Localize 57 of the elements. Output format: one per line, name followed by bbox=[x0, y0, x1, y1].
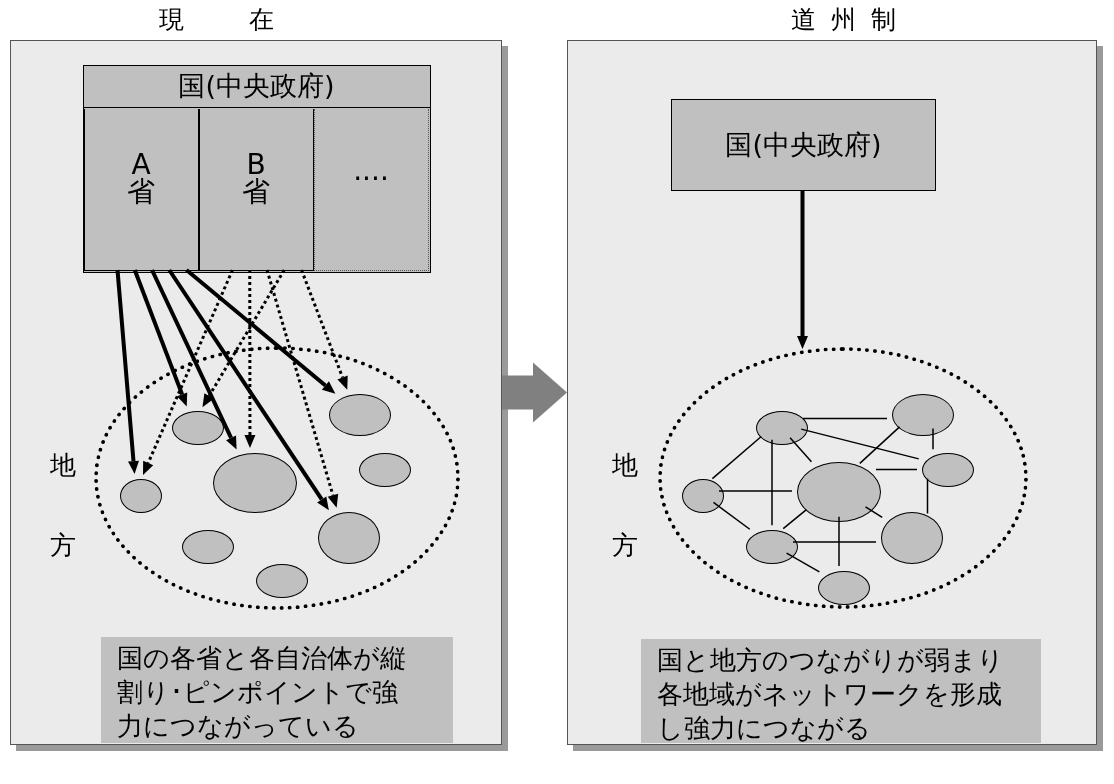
dotted-arrow bbox=[265, 269, 339, 508]
locality-ellipse bbox=[682, 479, 724, 513]
arrow bbox=[797, 190, 808, 349]
locality-ellipse bbox=[892, 394, 954, 436]
ministry-cell: B省 bbox=[198, 108, 314, 271]
government-box: 国(中央政府) bbox=[671, 99, 936, 191]
ministry-cell: ···· bbox=[313, 108, 429, 271]
note-box: 国と地方のつながりが弱まり各地域がネットワークを形成し強力につながる bbox=[641, 639, 1041, 743]
locality-ellipse bbox=[256, 564, 308, 598]
panel-title: 道州制 bbox=[789, 5, 911, 35]
connector-line bbox=[875, 468, 918, 471]
locality-ellipse bbox=[881, 512, 943, 564]
connector-line bbox=[802, 417, 888, 420]
dotted-arrow bbox=[143, 269, 234, 475]
ministry-cell: A省 bbox=[83, 108, 199, 271]
arrow bbox=[185, 268, 336, 394]
connector-line bbox=[712, 501, 751, 530]
dotted-arrow bbox=[244, 270, 256, 448]
connector-line bbox=[838, 516, 840, 567]
locality-ellipse bbox=[797, 462, 881, 522]
arrow bbox=[115, 269, 139, 475]
connector-line bbox=[771, 438, 773, 527]
region-ellipse bbox=[94, 346, 460, 610]
arrow bbox=[132, 269, 188, 407]
block-arrow bbox=[502, 362, 567, 423]
locality-ellipse bbox=[182, 530, 234, 564]
locality-ellipse bbox=[922, 453, 974, 487]
vertical-label: 地方 bbox=[612, 449, 638, 562]
vertical-label: 地方 bbox=[50, 449, 76, 562]
connector-line bbox=[782, 508, 808, 530]
connector-line bbox=[859, 426, 901, 465]
connector-line bbox=[785, 552, 821, 573]
locality-ellipse bbox=[818, 571, 870, 605]
locality-ellipse bbox=[746, 530, 798, 564]
dotted-arrow bbox=[202, 269, 286, 408]
connector-line bbox=[926, 477, 929, 515]
dotted-arrow bbox=[300, 269, 348, 390]
locality-ellipse bbox=[213, 453, 297, 513]
locality-ellipse bbox=[172, 411, 224, 445]
locality-ellipse bbox=[120, 479, 162, 513]
arrow bbox=[150, 269, 237, 450]
ministry-table bbox=[82, 64, 431, 273]
locality-ellipse bbox=[359, 453, 411, 487]
connector-line bbox=[789, 436, 813, 463]
panel-title: 現在 bbox=[157, 5, 339, 35]
connector-line bbox=[932, 427, 934, 451]
locality-ellipse bbox=[318, 512, 380, 564]
header-bar: 国(中央政府) bbox=[83, 65, 430, 108]
connector-line bbox=[718, 490, 793, 492]
note-box: 国の各省と各自治体が縦割り･ピンポイントで強力につながっている bbox=[101, 637, 453, 743]
connector-line bbox=[800, 428, 920, 460]
region-ellipse bbox=[658, 347, 1028, 609]
arrow bbox=[167, 268, 329, 511]
locality-ellipse bbox=[756, 411, 808, 445]
connector-line bbox=[792, 541, 877, 543]
connector-line bbox=[864, 506, 883, 519]
connector-line bbox=[711, 435, 762, 480]
